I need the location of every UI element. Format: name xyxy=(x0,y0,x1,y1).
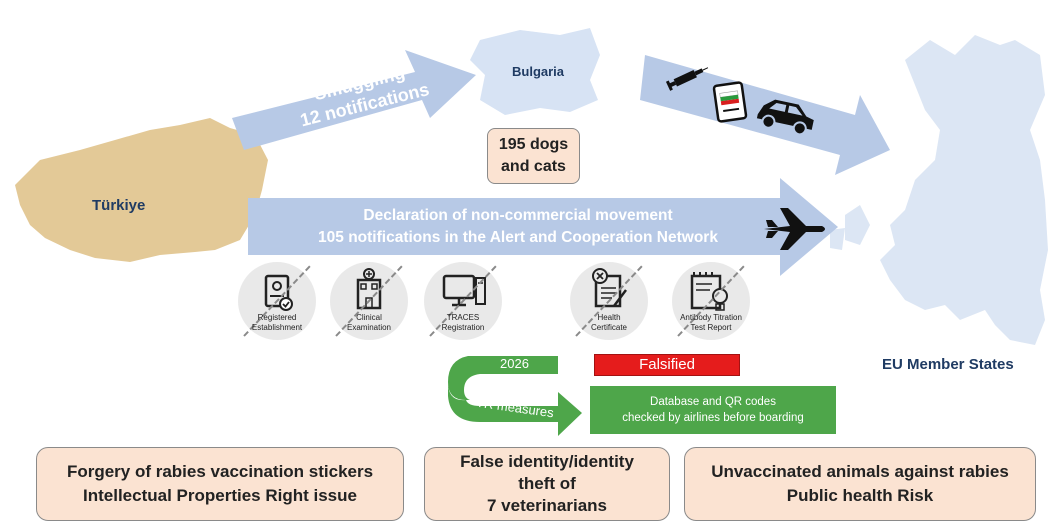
turkey-label: Türkiye xyxy=(92,197,146,214)
step-antibody-titration xyxy=(672,262,750,340)
dogs-cats-box: 195 dogs and cats xyxy=(487,128,580,184)
step-label-antibody: Antibody Titration Test Report xyxy=(666,313,756,333)
eu-map xyxy=(830,35,1048,345)
step-label-traces: TRACES Registration xyxy=(418,313,508,333)
falsified-badge: Falsified xyxy=(594,354,740,376)
step-health-certificate xyxy=(570,262,648,340)
issue-box-identity: False identity/identity theft of 7 veter… xyxy=(424,447,670,521)
issue-forgery-line2: Intellectual Properties Right issue xyxy=(83,486,357,505)
step-label-antibody-2: Test Report xyxy=(690,323,732,332)
smuggling-arrow xyxy=(232,50,476,150)
step-registered-establishment xyxy=(238,262,316,340)
issue-box-unvaccinated: Unvaccinated animals against rabies Publ… xyxy=(684,447,1036,521)
step-clinical-examination xyxy=(330,262,408,340)
dogs-cats-line1: 195 dogs xyxy=(498,136,569,153)
issue-forgery-line1: Forgery of rabies vaccination stickers xyxy=(66,462,374,481)
turkey-map xyxy=(15,118,268,262)
health-certificate-icon xyxy=(575,265,643,337)
step-label-registered-2: Establishment xyxy=(251,323,303,332)
issue-identity-line2: theft of xyxy=(518,474,576,493)
declaration-line1: Declaration of non-commercial movement xyxy=(363,207,673,224)
step-label-health-1: Health xyxy=(597,313,621,322)
step-traces-registration xyxy=(424,262,502,340)
issue-unvaccinated-line2: Public health Risk xyxy=(786,486,934,505)
database-line2: checked by airlines before boarding xyxy=(622,412,804,424)
airplane-icon xyxy=(764,208,825,250)
issue-identity-line3: 7 veterinarians xyxy=(486,496,607,515)
database-box: Database and QR codes checked by airline… xyxy=(590,386,836,434)
passport-icon xyxy=(712,81,748,123)
syringe-icon xyxy=(666,67,709,91)
declaration-text: Declaration of non-commercial movement 1… xyxy=(258,205,778,249)
step-label-traces-1: TRACES xyxy=(446,313,480,322)
step-label-registered: Registered Establishment xyxy=(232,313,322,333)
tr-measures-arrow xyxy=(448,356,582,436)
database-line1: Database and QR codes xyxy=(650,396,776,408)
issue-identity-line1: False identity/identity xyxy=(460,452,634,471)
car-icon xyxy=(756,99,814,136)
declaration-arrow xyxy=(248,178,838,276)
step-label-traces-2: Registration xyxy=(441,323,485,332)
issue-box-forgery: Forgery of rabies vaccination stickers I… xyxy=(36,447,404,521)
traces-registration-icon xyxy=(429,265,497,337)
step-label-health: Health Certificate xyxy=(564,313,654,333)
antibody-titration-icon xyxy=(677,265,745,337)
eu-label: EU Member States xyxy=(882,356,1014,373)
clinical-examination-icon xyxy=(335,265,403,337)
step-label-clinical-2: Examination xyxy=(346,323,392,332)
dogs-cats-line2: and cats xyxy=(501,158,566,175)
step-label-clinical-1: Clinical xyxy=(356,313,382,322)
issue-unvaccinated-line1: Unvaccinated animals against rabies xyxy=(711,462,1009,481)
step-label-health-2: Certificate xyxy=(590,323,627,332)
step-label-clinical: Clinical Examination xyxy=(324,313,414,333)
step-label-antibody-1: Antibody Titration xyxy=(680,313,742,322)
bulgaria-label: Bulgaria xyxy=(512,64,565,79)
step-label-registered-1: Registered xyxy=(257,313,297,322)
bulgaria-map xyxy=(470,28,600,115)
registered-establishment-icon xyxy=(243,265,311,337)
year-text: 2026 xyxy=(500,356,529,371)
declaration-line2: 105 notifications in the Alert and Coope… xyxy=(318,229,718,246)
